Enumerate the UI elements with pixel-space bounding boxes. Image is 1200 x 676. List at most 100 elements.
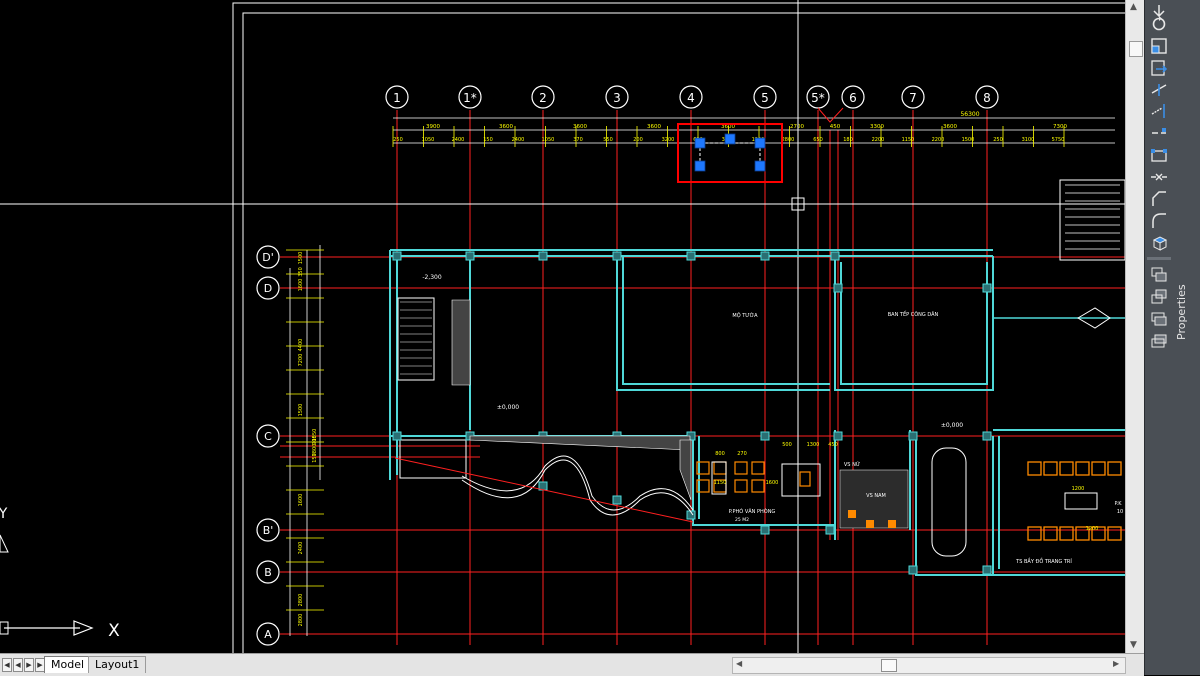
fillet-icon[interactable] — [1148, 210, 1170, 232]
properties-title[interactable]: Properties — [1175, 284, 1188, 340]
join-icon[interactable] — [1148, 166, 1170, 188]
grid-bubble-column — [531, 85, 555, 109]
furniture-dimension-text: 500 — [782, 442, 792, 448]
display-seat — [1091, 526, 1106, 541]
structural-column — [908, 431, 918, 441]
tab-model[interactable]: Model — [44, 656, 92, 673]
break-icon[interactable] — [1148, 144, 1170, 166]
dimension-text-left: 1600 — [298, 494, 304, 507]
grid-bubble-label: 5 — [761, 91, 769, 105]
furniture-dimension-text: 1150 — [714, 480, 727, 486]
dimension-text-second: 1150 — [902, 137, 915, 143]
draw-order-front-icon[interactable] — [1148, 264, 1170, 286]
trim-icon[interactable] — [1148, 79, 1170, 101]
horizontal-scrollbar[interactable]: ◀ ▶ — [732, 657, 1126, 674]
scroll-down-icon[interactable]: ▼ — [1130, 640, 1137, 650]
structural-column — [392, 431, 402, 441]
furniture-dimension-text: 1600 — [766, 480, 779, 486]
restroom-fixture — [848, 510, 856, 518]
selection-grip — [724, 133, 736, 145]
display-seat — [1027, 461, 1042, 476]
furniture-dimension-text: 1300 — [807, 442, 820, 448]
ucs-origin-icon — [0, 621, 9, 635]
dimension-text-top: 3300 — [870, 124, 884, 130]
grid-bubble-label: C — [264, 430, 272, 443]
horizontal-scroll-thumb[interactable] — [881, 659, 897, 672]
dimension-text-left: 4400 — [298, 339, 304, 352]
room-label: 25 M2 — [735, 517, 749, 523]
room-label-partial: P.K — [1114, 501, 1122, 507]
wall — [692, 436, 835, 526]
structural-column — [465, 251, 475, 261]
drawing-frame-inner — [242, 12, 1125, 653]
dimension-text-second: 5750 — [1052, 137, 1065, 143]
scroll-left-icon[interactable]: ◀ — [736, 659, 743, 668]
dimension-text-second: 3200 — [662, 137, 675, 143]
scroll-up-icon[interactable]: ▲ — [1130, 2, 1137, 12]
facade-curve-inner — [461, 455, 694, 511]
wall — [622, 256, 830, 385]
tab-layout1[interactable]: Layout1 — [88, 656, 147, 673]
dimension-text-top: 3600 — [647, 124, 661, 130]
ucs-x-arrow-icon — [73, 620, 94, 636]
leader-line — [817, 107, 844, 123]
structural-column — [830, 251, 840, 261]
structural-column — [686, 510, 696, 520]
selection-grip — [754, 137, 766, 149]
scroll-right-icon[interactable]: ▶ — [1113, 659, 1120, 668]
room-label: BAN TẾP CÔNG DÂN — [888, 310, 939, 318]
facade-curve — [461, 459, 694, 516]
office-chair — [734, 479, 748, 493]
ucs-y-label: Y — [0, 506, 8, 522]
vertical-scrollbar[interactable]: ▲ ▼ — [1125, 0, 1145, 653]
grid-bubble-label: D — [264, 282, 272, 295]
rotate-icon[interactable] — [1148, 12, 1170, 34]
grid-bubble-column — [753, 85, 777, 109]
explode-icon[interactable] — [1148, 232, 1170, 254]
display-seat — [1107, 526, 1122, 541]
dimension-text-left: 1550 — [312, 429, 318, 442]
stair-core — [931, 447, 967, 557]
wall — [915, 436, 1125, 576]
scale-icon[interactable] — [1148, 35, 1170, 57]
grid-bubble-column — [385, 85, 409, 109]
draw-order-back-icon[interactable] — [1148, 286, 1170, 308]
room-label: TS BẦY ĐỒ TRANG TRÍ — [1015, 556, 1072, 565]
draw-order-under-icon[interactable] — [1148, 330, 1170, 352]
wall — [840, 262, 988, 385]
structural-column — [760, 251, 770, 261]
first-tab-icon[interactable]: ◀ — [2, 658, 12, 672]
structural-column — [612, 495, 622, 505]
dimension-text-second: 1500 — [962, 137, 975, 143]
dimension-text-second: 180 — [843, 137, 853, 143]
dimension-text-left: 2800 — [298, 614, 304, 627]
crosshair-pickbox — [791, 197, 805, 211]
draw-order-above-icon[interactable] — [1148, 308, 1170, 330]
grid-bubble-row — [256, 518, 280, 542]
dimension-text-second: 370 — [573, 137, 583, 143]
dimension-text-second: 150 — [483, 137, 493, 143]
stretch-icon[interactable] — [1148, 57, 1170, 79]
structural-column — [392, 251, 402, 261]
next-tab-icon[interactable]: ▶ — [24, 658, 34, 672]
structural-column — [908, 565, 918, 575]
restroom-fixture — [866, 520, 874, 528]
chamfer-icon[interactable] — [1148, 188, 1170, 210]
properties-palette-strip[interactable]: Properties — [1173, 0, 1200, 675]
grid-bubble-column — [679, 85, 703, 109]
vertical-scroll-thumb[interactable] — [1129, 41, 1143, 57]
display-seat — [1091, 461, 1106, 476]
dimension-text-top: 7300 — [1053, 124, 1067, 130]
wall — [616, 256, 830, 391]
dimension-text-top: 3600 — [573, 124, 587, 130]
dimension-text-top: 3600 — [943, 124, 957, 130]
room-label: VS NAM — [866, 493, 886, 499]
previous-tab-icon[interactable]: ◀ — [13, 658, 23, 672]
break-at-point-icon[interactable] — [1148, 122, 1170, 144]
layout-tab-bar: ◀ ◀ ▶ ▶ Model Layout1 ◀ ▶ — [0, 653, 1144, 676]
structural-column — [612, 251, 622, 261]
extend-icon[interactable] — [1148, 100, 1170, 122]
